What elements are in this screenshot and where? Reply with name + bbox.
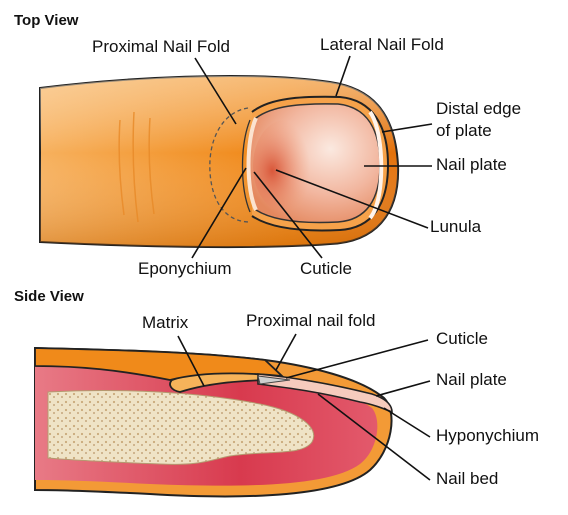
label-distal-edge-line1: Distal edge (436, 100, 521, 119)
label-lunula: Lunula (430, 218, 481, 237)
label-proximal-nail-fold: Proximal Nail Fold (92, 38, 230, 57)
label-nail-plate-top: Nail plate (436, 156, 507, 175)
label-matrix: Matrix (142, 314, 188, 333)
label-nail-bed: Nail bed (436, 470, 498, 489)
label-lateral-nail-fold: Lateral Nail Fold (320, 36, 444, 55)
side-view-finger (35, 348, 392, 496)
side-view-heading: Side View (14, 288, 84, 305)
top-view-heading: Top View (14, 12, 78, 29)
label-distal-edge-line2: of plate (436, 122, 492, 141)
label-cuticle-top: Cuticle (300, 260, 352, 279)
label-nail-plate-side: Nail plate (436, 371, 507, 390)
label-hyponychium: Hyponychium (436, 427, 539, 446)
lunula-shape (253, 120, 317, 212)
top-view-finger (40, 76, 398, 247)
label-eponychium: Eponychium (138, 260, 232, 279)
label-cuticle-side: Cuticle (436, 330, 488, 349)
label-proximal-nail-fold-side: Proximal nail fold (246, 312, 375, 331)
